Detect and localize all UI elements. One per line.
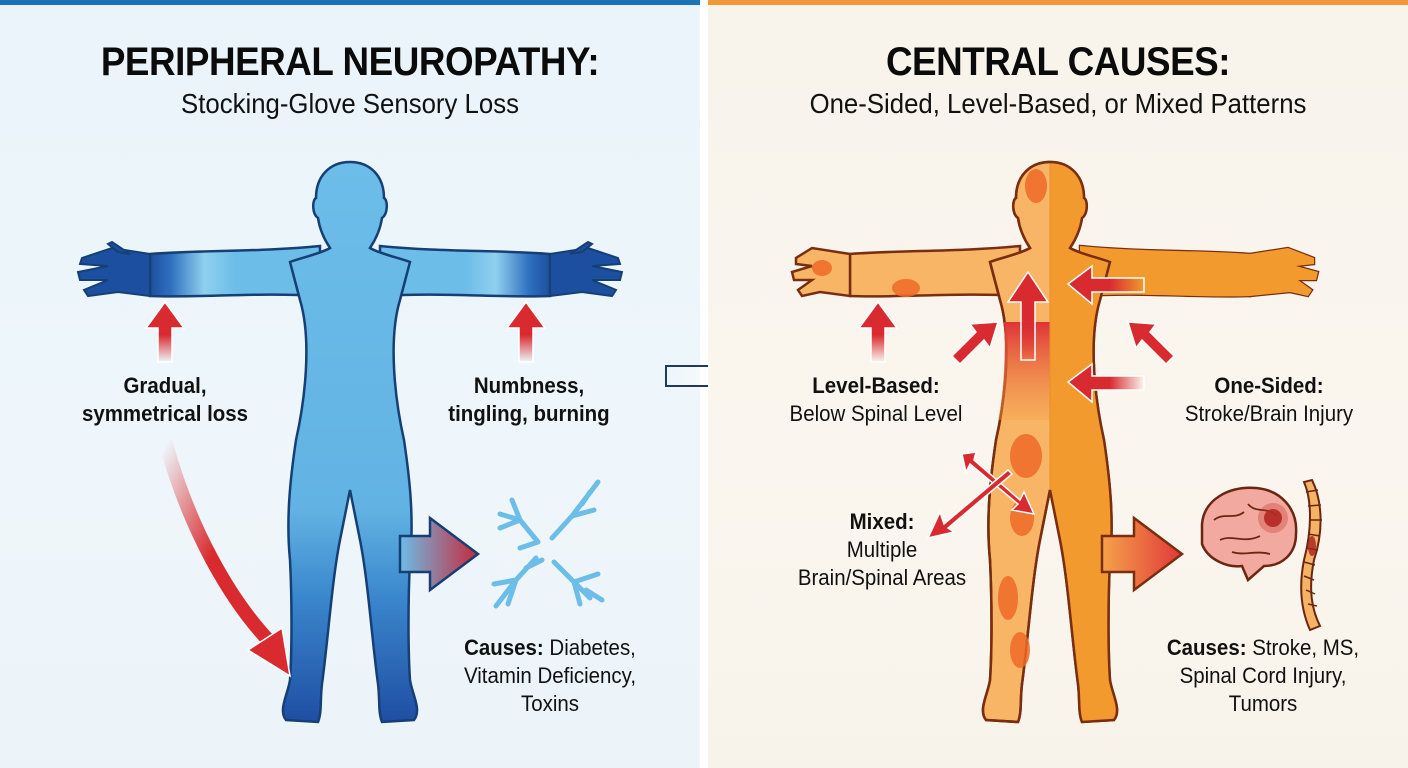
curved-arrow-to-feet	[159, 437, 292, 678]
nerve-damage-icon	[491, 479, 605, 609]
central-body-figure	[790, 160, 1322, 724]
level-based-label: Level-Based: Below Spinal Level	[789, 373, 963, 426]
central-causes: Causes: Stroke, MS, Spinal Cord Injury, …	[1166, 635, 1360, 716]
arrow-to-nerves	[398, 515, 481, 593]
brain-icon	[1200, 486, 1298, 583]
gradual-loss-label: Gradual, symmetrical loss	[81, 373, 249, 426]
spinal-level-band	[998, 322, 1050, 420]
numbness-label: Numbness, tingling, burning	[448, 373, 610, 426]
peripheral-causes: Causes: Diabetes, Vitamin Deficiency, To…	[463, 635, 637, 716]
left-arrow-shoulder	[1066, 264, 1145, 306]
up-arrow-left	[144, 300, 186, 363]
up-arrow-right	[505, 300, 547, 363]
diagonal-arrow-torso	[950, 321, 1000, 366]
panel-subtitle: One-Sided, Level-Based, or Mixed Pattern…	[809, 88, 1307, 119]
mixed-arrow-down-left	[926, 468, 1014, 540]
peripheral-neuropathy-panel: PERIPHERAL NEUROPATHY: Stocking-Glove Se…	[0, 0, 700, 768]
panel-accent-bar	[708, 0, 1408, 5]
torso-and-legs	[281, 160, 419, 724]
panel-title: CENTRAL CAUSES:	[885, 40, 1231, 84]
central-causes-panel: CENTRAL CAUSES: One-Sided, Level-Based, …	[708, 0, 1408, 768]
panel-accent-bar	[0, 0, 700, 5]
panel-title: PERIPHERAL NEUROPATHY:	[100, 40, 600, 84]
up-arrow-torso	[1006, 270, 1050, 361]
panel-subtitle: Stocking-Glove Sensory Loss	[181, 88, 519, 119]
up-arrow-arm	[857, 300, 899, 363]
mixed-label: Mixed: Multiple Brain/Spinal Areas	[797, 509, 967, 590]
peripheral-body-figure	[76, 160, 624, 724]
spine-icon	[1300, 478, 1322, 632]
left-arrow-waist	[1066, 362, 1145, 404]
one-sided-label: One-Sided: Stroke/Brain Injury	[1184, 373, 1354, 426]
arrow-to-brain	[1100, 515, 1185, 593]
diagonal-arrow-side	[1126, 321, 1176, 366]
